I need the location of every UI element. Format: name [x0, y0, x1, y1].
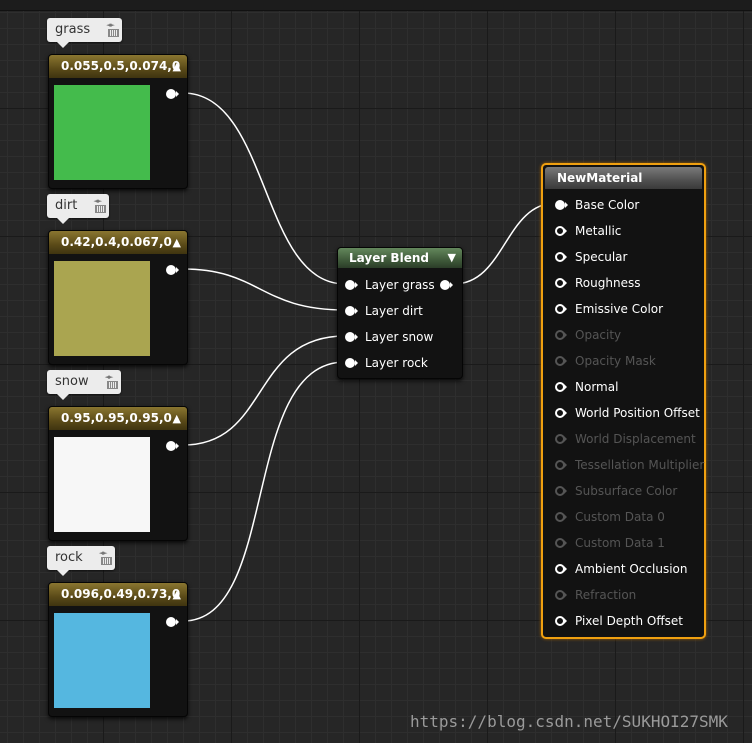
- constant-node-snow[interactable]: 0.95,0.95,0.95,0 ▲: [48, 406, 188, 541]
- pin-label: Tessellation Multiplier: [575, 458, 705, 472]
- pin-label: Layer snow: [365, 330, 434, 344]
- input-pin-icon[interactable]: [555, 252, 567, 262]
- node-value-label: 0.95,0.95,0.95,0: [61, 411, 172, 425]
- pin-label: Subsurface Color: [575, 484, 678, 498]
- pin-label: Custom Data 1: [575, 536, 665, 550]
- collapse-triangle-icon[interactable]: ▲: [172, 588, 181, 601]
- pin-label: Pixel Depth Offset: [575, 614, 683, 628]
- node-header[interactable]: 0.055,0.5,0.074,0 ▲: [49, 55, 187, 78]
- color-swatch: [54, 261, 150, 356]
- wire-grass-to-layer-grass[interactable]: [182, 92, 346, 285]
- node-header[interactable]: NewMaterial: [545, 167, 702, 189]
- input-pin-icon[interactable]: [555, 590, 567, 600]
- input-pin-icon[interactable]: [555, 304, 567, 314]
- comment-bubble-rock[interactable]: rock: [47, 542, 115, 576]
- pin-label: Custom Data 0: [575, 510, 665, 524]
- input-pin-icon[interactable]: [345, 332, 358, 342]
- wire-dirt-to-layer-dirt[interactable]: [182, 268, 346, 311]
- node-header[interactable]: 0.95,0.95,0.95,0 ▲: [49, 407, 187, 430]
- input-pin-icon[interactable]: [555, 408, 567, 418]
- pin-label: World Position Offset: [575, 406, 700, 420]
- pin-label: Opacity: [575, 328, 622, 342]
- input-pin-icon[interactable]: [345, 306, 358, 316]
- comment-text: grass: [55, 22, 91, 37]
- pin-label: Roughness: [575, 276, 641, 290]
- node-value-label: 0.096,0.49,0.73,0: [61, 587, 181, 601]
- input-pin-icon[interactable]: [555, 538, 567, 548]
- input-pin-icon[interactable]: [555, 564, 567, 574]
- input-pin-icon[interactable]: [555, 382, 567, 392]
- wire-blend-to-base-color[interactable]: [453, 202, 557, 285]
- node-header[interactable]: 0.42,0.4,0.067,0 ▲: [49, 231, 187, 254]
- input-pin-icon[interactable]: [555, 616, 567, 626]
- output-pin[interactable]: [166, 441, 179, 451]
- input-pin-icon[interactable]: [345, 358, 358, 368]
- collapse-triangle-icon[interactable]: ▲: [172, 412, 181, 425]
- wire-rock-to-layer-rock[interactable]: [182, 361, 346, 622]
- input-pin-icon[interactable]: [555, 434, 567, 444]
- pin-comment-icon[interactable]: [106, 14, 120, 37]
- comment-text: dirt: [55, 198, 78, 213]
- constant-node-dirt[interactable]: 0.42,0.4,0.067,0 ▲: [48, 230, 188, 365]
- comment-bubble-snow[interactable]: snow: [47, 366, 121, 400]
- node-title: Layer Blend: [349, 251, 429, 265]
- pin-comment-icon[interactable]: [99, 542, 112, 565]
- pin-label: Specular: [575, 250, 628, 264]
- input-pin-icon[interactable]: [555, 200, 568, 210]
- pin-label: Base Color: [575, 198, 640, 212]
- input-pin-icon[interactable]: [555, 330, 567, 340]
- pin-label: Metallic: [575, 224, 622, 238]
- pin-label: Layer dirt: [365, 304, 423, 318]
- comment-text: rock: [55, 550, 83, 565]
- pin-label: Layer rock: [365, 356, 428, 370]
- comment-text: snow: [55, 374, 89, 389]
- color-swatch: [54, 613, 150, 708]
- comment-bubble-dirt[interactable]: dirt: [47, 190, 110, 224]
- input-pin-icon[interactable]: [555, 356, 567, 366]
- input-pin-icon[interactable]: [555, 460, 567, 470]
- dropdown-triangle-icon[interactable]: ▼: [447, 251, 456, 264]
- wire-snow-to-layer-snow[interactable]: [182, 335, 346, 446]
- collapse-triangle-icon[interactable]: ▲: [172, 236, 181, 249]
- pin-label: World Displacement: [575, 432, 696, 446]
- node-header[interactable]: 0.096,0.49,0.73,0 ▲: [49, 583, 187, 606]
- pin-comment-icon[interactable]: [93, 190, 107, 213]
- input-pin-icon[interactable]: [555, 278, 567, 288]
- constant-node-rock[interactable]: 0.096,0.49,0.73,0 ▲: [48, 582, 188, 717]
- output-pin[interactable]: [166, 89, 179, 99]
- pin-label: Opacity Mask: [575, 354, 656, 368]
- comment-bubble-grass[interactable]: grass: [47, 14, 123, 48]
- collapse-triangle-icon[interactable]: ▲: [172, 60, 181, 73]
- input-pin-icon[interactable]: [555, 226, 567, 236]
- input-pin-icon[interactable]: [555, 486, 567, 496]
- watermark: https://blog.csdn.net/SUKHOI27SMK: [410, 712, 728, 731]
- layer-blend-node[interactable]: Layer Blend ▼ Layer grass Layer dirt Lay…: [337, 247, 463, 379]
- output-pin[interactable]: [440, 280, 453, 290]
- node-value-label: 0.055,0.5,0.074,0: [61, 59, 181, 73]
- input-pin-icon[interactable]: [345, 280, 358, 290]
- constant-node-grass[interactable]: 0.055,0.5,0.074,0 ▲: [48, 54, 188, 189]
- output-pin[interactable]: [166, 265, 179, 275]
- node-value-label: 0.42,0.4,0.067,0: [61, 235, 172, 249]
- pin-label: Normal: [575, 380, 619, 394]
- pin-label: Refraction: [575, 588, 637, 602]
- node-header[interactable]: Layer Blend ▼: [338, 248, 462, 268]
- output-pin[interactable]: [166, 617, 179, 627]
- color-swatch: [54, 85, 150, 180]
- node-title: NewMaterial: [557, 171, 643, 185]
- color-swatch: [54, 437, 150, 532]
- pin-label: Layer grass: [365, 278, 435, 292]
- input-pin-icon[interactable]: [555, 512, 567, 522]
- graph-top-bar: [0, 0, 752, 11]
- pin-comment-icon[interactable]: [105, 366, 118, 389]
- pin-label: Ambient Occlusion: [575, 562, 688, 576]
- pin-label: Emissive Color: [575, 302, 664, 316]
